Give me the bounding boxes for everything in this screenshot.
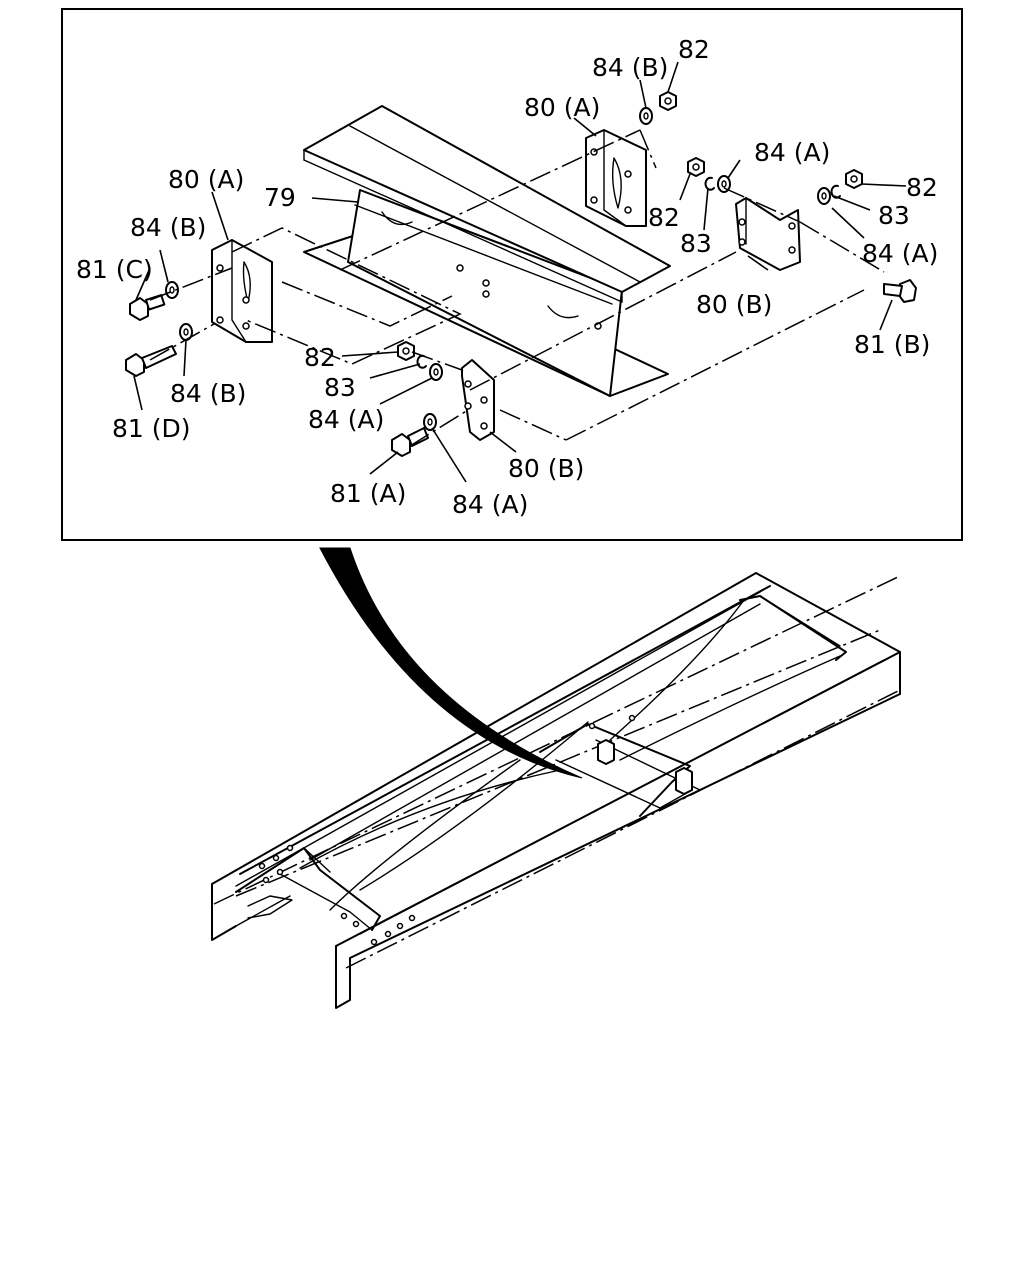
nut-part (845, 169, 863, 189)
bracket-part (211, 239, 273, 343)
leader-lines (133, 61, 907, 483)
callout-82-top: 82 (678, 35, 710, 64)
bracket-part (585, 129, 647, 227)
callout-84a-right: 84 (A) (862, 239, 938, 268)
callout-80a-top: 80 (A) (524, 93, 600, 122)
callout-80a-left: 80 (A) (168, 165, 244, 194)
callout-80b-right: 80 (B) (696, 290, 772, 319)
callout-83-right: 83 (878, 201, 910, 230)
bolt-part (125, 345, 177, 377)
bracket-part (461, 359, 495, 441)
bolt-part (883, 279, 917, 303)
callout-79: 79 (264, 183, 296, 212)
callout-84b-top: 84 (B) (592, 53, 668, 82)
callout-81c: 81 (C) (76, 255, 153, 284)
callout-83-mid: 83 (680, 229, 712, 258)
callout-80b-bottom: 80 (B) (508, 454, 584, 483)
assembly-centerlines (149, 129, 885, 447)
nut-part (659, 91, 677, 111)
crossmember-part (303, 105, 671, 397)
callout-83-left: 83 (324, 373, 356, 402)
bolt-part (391, 427, 429, 457)
callout-81d: 81 (D) (112, 414, 191, 443)
callout-82-left: 82 (304, 343, 336, 372)
bracket-part (735, 197, 801, 271)
callout-81a: 81 (A) (330, 479, 406, 508)
nut-part (397, 341, 415, 361)
callout-82-mid: 82 (648, 203, 680, 232)
callout-82-right: 82 (906, 173, 938, 202)
callout-84a-left: 84 (A) (308, 405, 384, 434)
washer-part (165, 107, 831, 431)
callout-81b: 81 (B) (854, 330, 930, 359)
callout-84a-bottom: 84 (A) (452, 490, 528, 519)
callout-84b-left1: 84 (B) (130, 213, 206, 242)
nut-part (687, 157, 705, 177)
callout-84b-left2: 84 (B) (170, 379, 246, 408)
callout-labels: 79 80 (A) 80 (A) 80 (B) 80 (B) 81 (A) 81… (76, 35, 938, 519)
frame-rail-assembly (211, 572, 901, 1009)
callout-84a-top: 84 (A) (754, 138, 830, 167)
bolt-part (129, 294, 166, 321)
detail-arrow (319, 547, 583, 779)
